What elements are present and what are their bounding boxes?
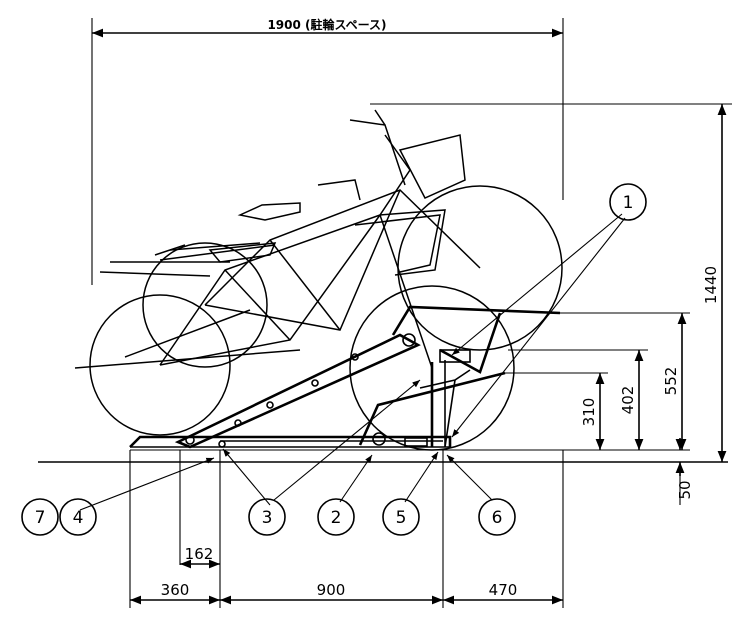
callout-3-number: 3 xyxy=(262,508,273,528)
callout-3: 3 xyxy=(248,498,286,536)
callout-4-number: 4 xyxy=(73,508,84,528)
dimension-upper-rack-height-label: 552 xyxy=(662,367,680,396)
callout-2-number: 2 xyxy=(331,508,342,528)
dimension-offset-162-label: 162 xyxy=(185,545,214,563)
dimension-total-height: 1440 xyxy=(370,103,732,462)
dimension-total-height-label: 1440 xyxy=(702,266,720,304)
bicycle-lower xyxy=(74,134,515,451)
callout-1-number: 1 xyxy=(623,193,634,213)
callout-5-number: 5 xyxy=(396,508,407,528)
dimension-bottom-360-label: 360 xyxy=(161,581,190,599)
callout-6-number: 6 xyxy=(492,508,503,528)
rack-base xyxy=(129,432,452,448)
dimension-top-width: 1900 (駐輪スペース) xyxy=(91,17,564,285)
dimension-lower-height: 310 xyxy=(505,372,608,450)
dimension-top-width-label: 1900 (駐輪スペース) xyxy=(267,17,386,32)
dimension-middle-height: 402 xyxy=(508,349,648,450)
ramp xyxy=(174,333,421,449)
callout-7-number: 7 xyxy=(35,508,46,528)
leader-lines xyxy=(79,213,626,511)
callout-4: 4 xyxy=(59,498,97,536)
dimension-bottom-900-label: 900 xyxy=(317,581,346,599)
callout-7: 7 xyxy=(21,498,59,536)
dimension-bottom: 162 360 900 470 xyxy=(129,450,564,608)
dimension-base-height-label: 50 xyxy=(676,480,694,499)
callout-5: 5 xyxy=(382,498,420,536)
dimension-upper-rack-height: 552 xyxy=(560,312,690,450)
callout-1: 1 xyxy=(609,183,647,221)
dimension-bottom-470-label: 470 xyxy=(489,581,518,599)
bicycle-upper xyxy=(142,109,563,368)
callout-6: 6 xyxy=(478,498,516,536)
callout-2: 2 xyxy=(317,498,355,536)
dimension-middle-height-label: 402 xyxy=(619,386,637,415)
dimension-lower-height-label: 310 xyxy=(580,398,598,427)
upper-rack-frame xyxy=(358,305,561,448)
dimension-base-height: 50 xyxy=(675,438,694,505)
